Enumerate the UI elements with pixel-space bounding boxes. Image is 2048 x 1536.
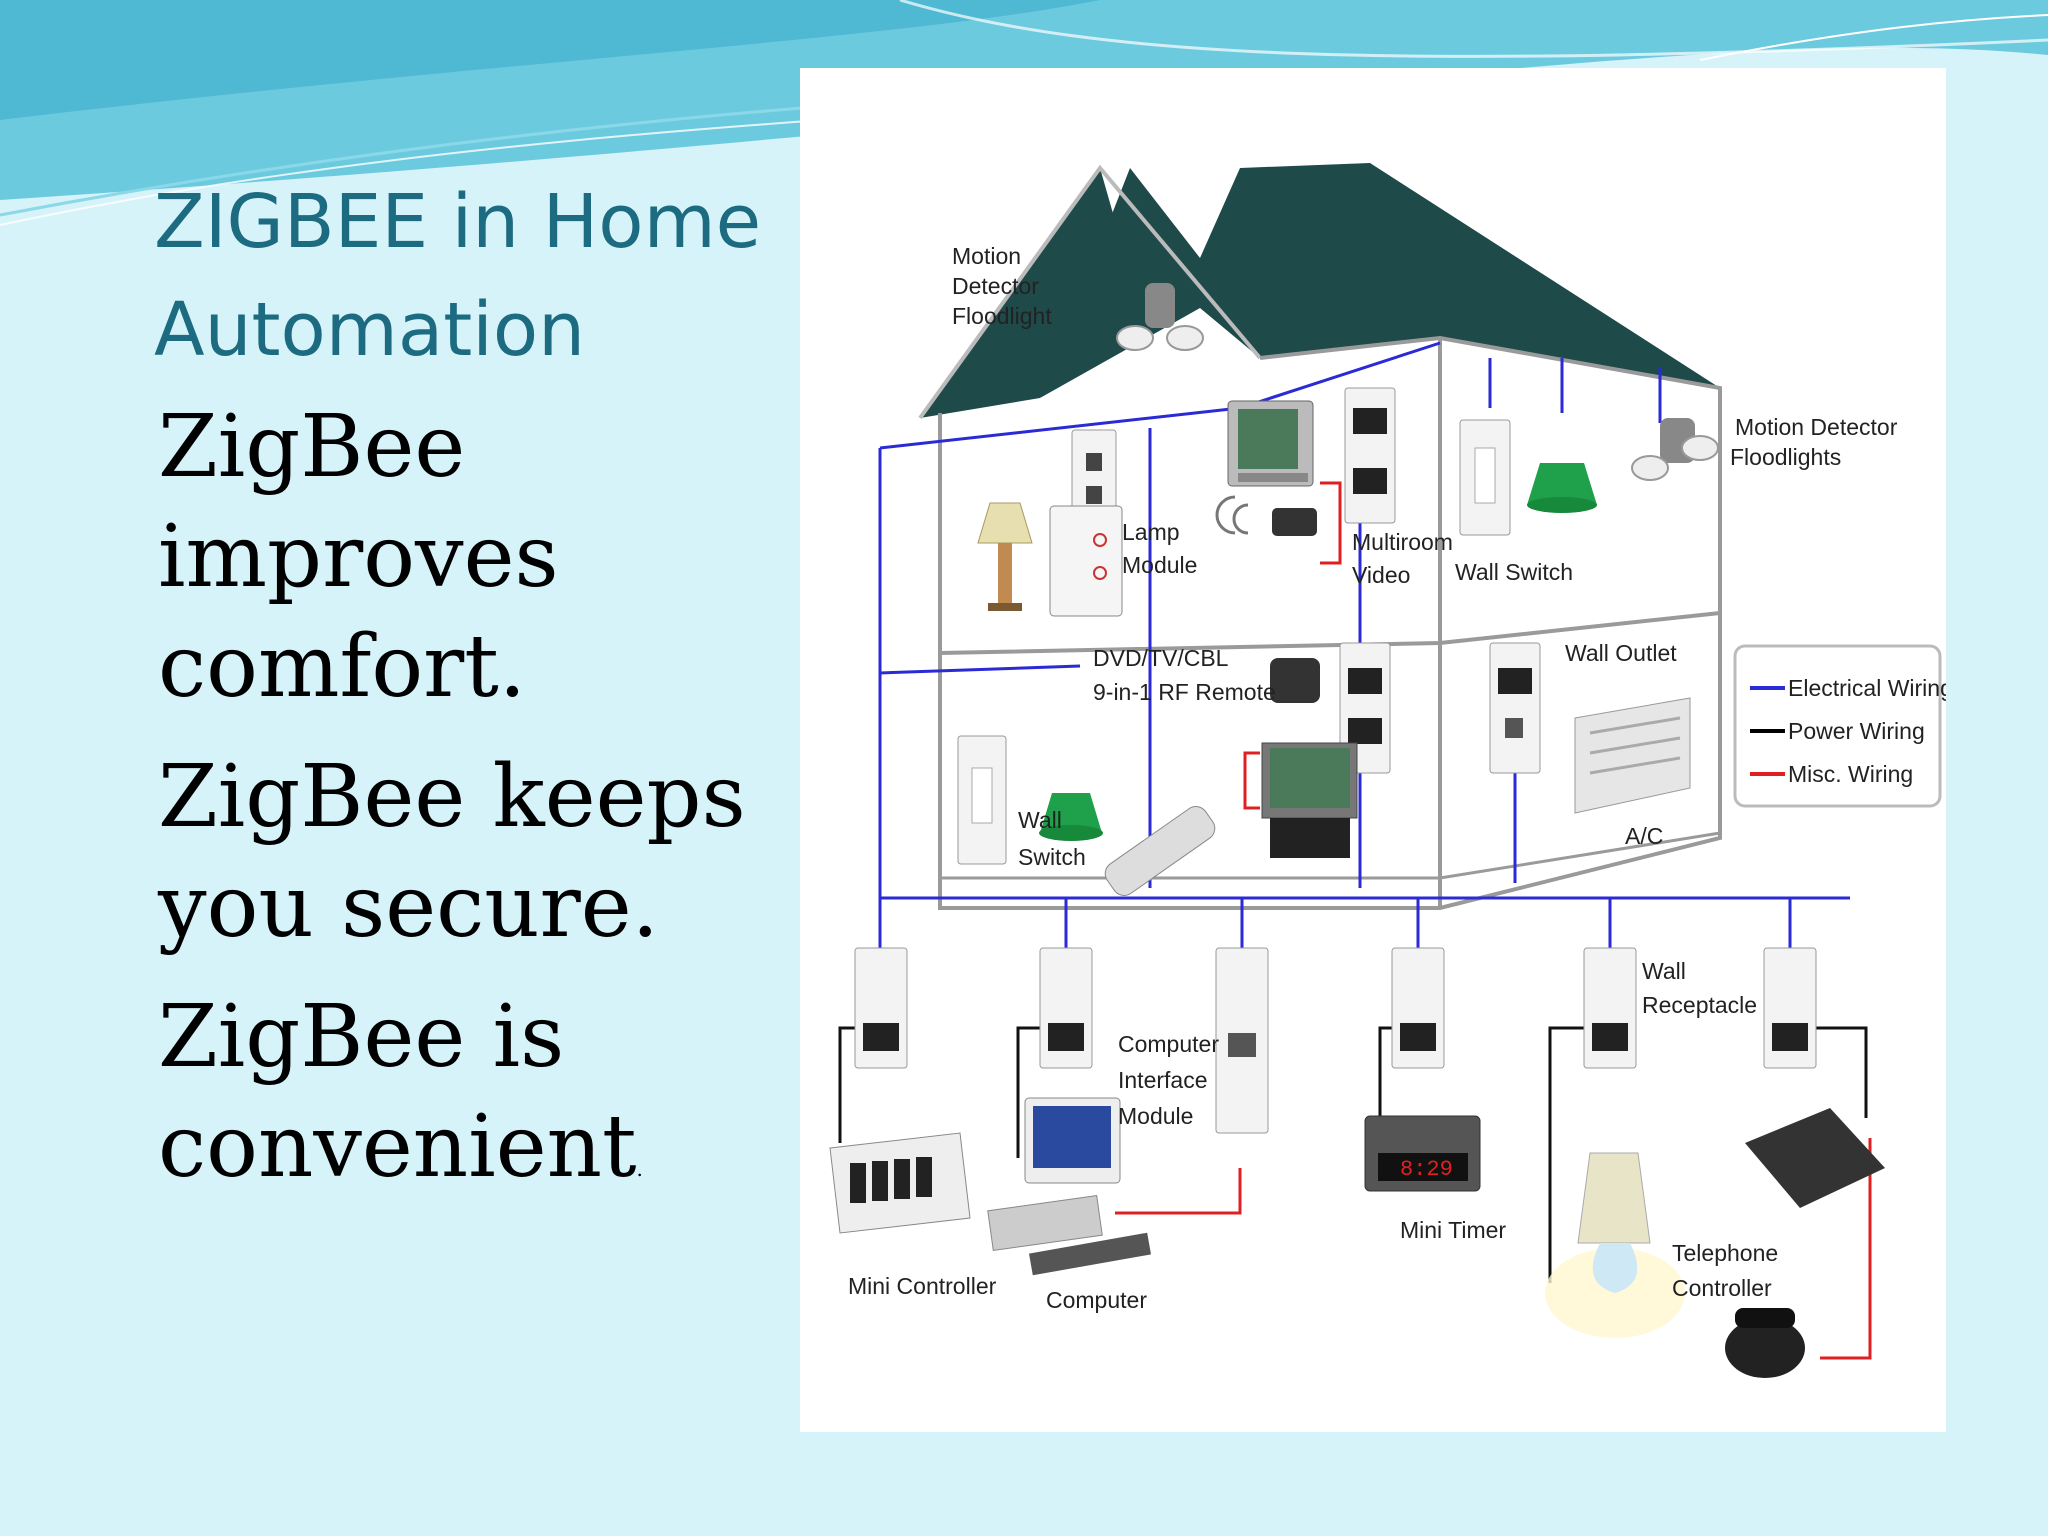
label-wall-switch-upper: Wall Switch	[1455, 559, 1573, 585]
house-roof	[1040, 163, 1720, 398]
house-structure	[918, 163, 1722, 910]
label-mini-timer: Mini Timer	[1400, 1217, 1506, 1243]
label-motion-detector-2a: Motion Detector	[1735, 414, 1898, 440]
telephone-controller-icon	[1745, 1108, 1885, 1208]
label-computer-interface-c: Module	[1118, 1103, 1193, 1129]
bullet-convenience-period: .	[636, 1157, 643, 1181]
label-motion-detector-1b: Detector	[952, 273, 1039, 299]
outlet-icon	[1583, 947, 1637, 1069]
tv-icon	[1261, 742, 1358, 858]
bullet-security: ZigBee keeps you secure.	[158, 747, 746, 957]
camera-icon	[1270, 658, 1320, 703]
floodlight-icon	[1631, 418, 1719, 481]
label-motion-detector-1a: Motion	[952, 243, 1021, 269]
label-lamp-module-a: Lamp	[1122, 519, 1180, 545]
slide-title: ZIGBEE in Home Automation	[154, 179, 762, 373]
label-computer-interface-a: Computer	[1118, 1031, 1219, 1057]
label-wall-receptacle-b: Receptacle	[1642, 992, 1757, 1018]
outlet-icon	[1071, 429, 1117, 526]
mini-controller-icon	[829, 1132, 971, 1234]
camera-icon	[1215, 495, 1317, 536]
label-ac: A/C	[1625, 823, 1663, 849]
legend-label-electrical: Electrical Wiring	[1788, 675, 1946, 701]
label-multiroom-video-a: Multiroom	[1352, 529, 1453, 555]
misc-wiring	[1115, 481, 1872, 1360]
label-telephone-controller-a: Telephone	[1672, 1240, 1778, 1266]
label-lamp-module-b: Module	[1122, 552, 1197, 578]
outlet-icon	[1344, 387, 1396, 524]
label-wall-switch-lower-a: Wall	[1018, 807, 1062, 833]
label-wall-receptacle-a: Wall	[1642, 958, 1686, 984]
diagram-canvas: Electrical Wiring Power Wiring Misc. Wir…	[829, 163, 1946, 1378]
wall-switch-icon	[957, 735, 1007, 865]
outlet-icon	[854, 947, 908, 1069]
bullet-comfort: ZigBee improves comfort.	[158, 397, 559, 717]
label-motion-detector-1c: Floodlight	[952, 303, 1052, 329]
label-mini-controller: Mini Controller	[848, 1273, 997, 1299]
house-floor-line	[939, 611, 1721, 655]
telephone-icon	[1725, 1308, 1805, 1378]
label-telephone-controller-b: Controller	[1672, 1275, 1772, 1301]
label-computer-interface-b: Interface	[1118, 1067, 1208, 1093]
bullet-list: ZigBee improves comfort. ZigBee keeps yo…	[158, 392, 798, 1244]
legend-label-misc: Misc. Wiring	[1788, 761, 1913, 787]
label-computer: Computer	[1046, 1287, 1147, 1313]
timer-display: 8:29	[1400, 1157, 1453, 1182]
legend: Electrical Wiring Power Wiring Misc. Wir…	[1733, 644, 1946, 808]
outlet-icon	[1391, 947, 1445, 1069]
label-wall-switch-lower-b: Switch	[1018, 844, 1086, 870]
label-wall-outlet: Wall Outlet	[1565, 640, 1677, 666]
outlet-icon	[1339, 642, 1391, 774]
house-roof-left	[920, 168, 1120, 418]
outlet-icon	[1489, 642, 1541, 774]
air-conditioner-icon	[1574, 697, 1691, 814]
lamp-module-icon	[1049, 505, 1123, 617]
lamp-icon	[977, 502, 1033, 611]
electrical-wiring	[878, 341, 1850, 948]
wall-switch-icon	[1459, 419, 1511, 536]
pendant-lamp-icon	[1039, 793, 1103, 841]
outlet-row	[854, 947, 1817, 1134]
outlet-icon	[1215, 947, 1269, 1134]
home-automation-diagram: Electrical Wiring Power Wiring Misc. Wir…	[800, 68, 1946, 1432]
floodlight-icon	[1116, 283, 1204, 351]
mini-timer-icon: 8:29	[1364, 1115, 1481, 1192]
tv-icon	[1227, 400, 1314, 487]
house-gable	[918, 164, 1262, 420]
bullet-convenience-text: ZigBee is convenient	[158, 987, 637, 1197]
diagram-labels: Motion Detector Floodlight Motion Detect…	[848, 243, 1898, 1313]
remote-control-icon	[1104, 806, 1216, 896]
outlet-icon	[1039, 947, 1093, 1069]
outlet-icon	[1763, 947, 1817, 1069]
label-dvd-remote-b: 9-in-1 RF Remote	[1093, 679, 1276, 705]
label-dvd-remote-a: DVD/TV/CBL	[1093, 645, 1229, 671]
pendant-lamp-icon	[1527, 463, 1597, 513]
label-multiroom-video-b: Video	[1352, 562, 1410, 588]
computer-icon	[987, 1097, 1151, 1276]
label-motion-detector-2b: Floodlights	[1730, 444, 1841, 470]
table-lamp-icon	[1545, 1152, 1685, 1338]
bullet-convenience: ZigBee is convenient.	[158, 982, 798, 1224]
legend-label-power: Power Wiring	[1788, 718, 1925, 744]
